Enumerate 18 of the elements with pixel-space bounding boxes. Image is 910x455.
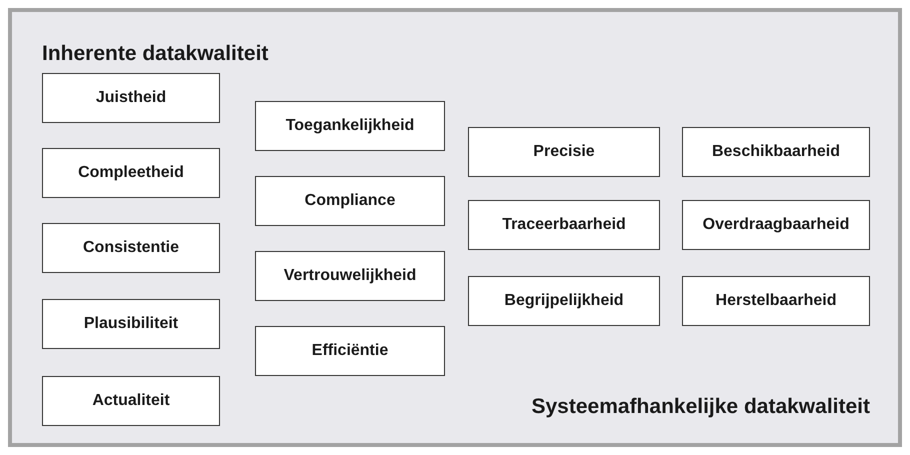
quality-box: Overdraagbaarheid (682, 200, 870, 250)
quality-box: Precisie (468, 127, 660, 177)
quality-box: Juistheid (42, 73, 220, 123)
quality-box: Compleetheid (42, 148, 220, 198)
quality-box: Traceerbaarheid (468, 200, 660, 250)
group-heading: Inherente datakwaliteit (42, 42, 268, 66)
group-heading: Systeemafhankelijke datakwaliteit (532, 395, 870, 419)
quality-box: Begrijpelijkheid (468, 276, 660, 326)
quality-box: Actualiteit (42, 376, 220, 426)
quality-box: Plausibiliteit (42, 299, 220, 349)
quality-box: Beschikbaarheid (682, 127, 870, 177)
quality-box: Compliance (255, 176, 445, 226)
quality-box: Consistentie (42, 223, 220, 273)
quality-box: Vertrouwelijkheid (255, 251, 445, 301)
quality-box: Efficiëntie (255, 326, 445, 376)
group-panel (8, 8, 902, 447)
quality-box: Toegankelijkheid (255, 101, 445, 151)
quality-box: Herstelbaarheid (682, 276, 870, 326)
